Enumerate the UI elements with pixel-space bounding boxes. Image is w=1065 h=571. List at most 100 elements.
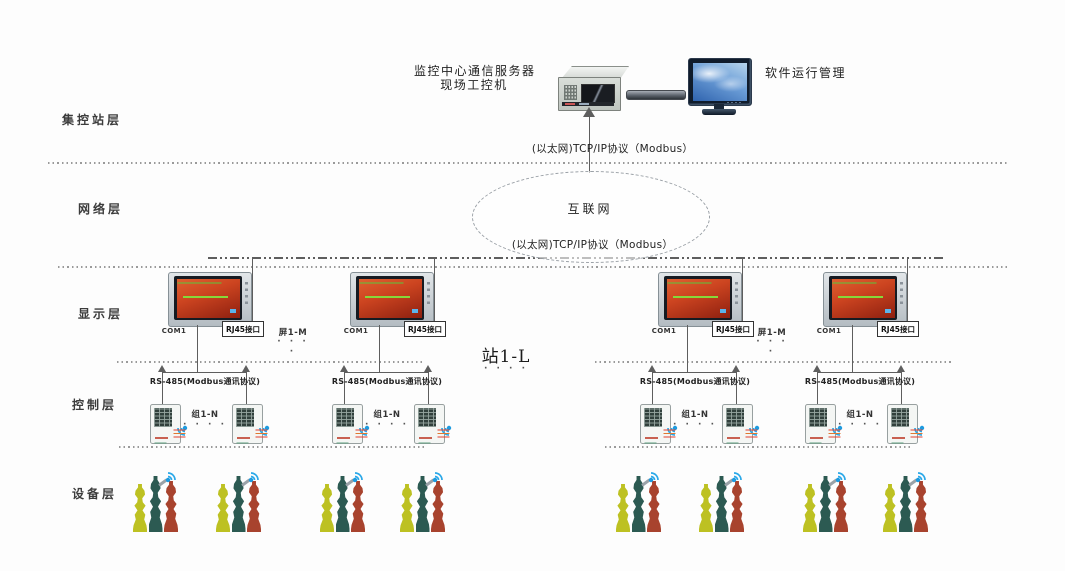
layer-label-station: 集控站层	[62, 113, 123, 127]
rj45-port-label: RJ45接口	[877, 321, 920, 337]
group-range-label: 组1-N	[681, 410, 709, 420]
device-yellow	[216, 484, 230, 532]
separator-network-display	[58, 266, 1010, 268]
internet-cloud	[472, 171, 710, 263]
device-red	[351, 481, 365, 532]
rs485-drop-line	[736, 372, 738, 404]
wifi-signal-icon	[177, 425, 188, 436]
com-port-label: COM1	[816, 327, 842, 335]
rs485-drop-line	[246, 372, 248, 404]
wifi-signal-icon	[749, 425, 760, 436]
wifi-signal-icon	[441, 425, 452, 436]
screen-range-dots: · · · ·	[277, 337, 309, 357]
device-yellow	[616, 484, 630, 532]
group-range-label: 组1-N	[373, 410, 401, 420]
device-teal	[898, 476, 913, 532]
group-range-dots: · · · ·	[672, 420, 718, 430]
station-range-dots: · · · ·	[483, 364, 529, 374]
controller-unit-icon	[805, 404, 843, 444]
rs485-protocol-label: RS-485(Modbus通讯协议)	[331, 377, 443, 386]
wifi-signal-icon	[352, 472, 363, 483]
field-device-cluster	[133, 472, 179, 532]
controller-unit-icon	[414, 404, 452, 444]
panel-controller-group-4: COM1 RJ45接口 RS-485(Modbus通讯协议) 组1-N · · …	[800, 272, 930, 447]
panel-controller-group-1: COM1 RJ45接口 RS-485(Modbus通讯协议) 组1-N · · …	[145, 272, 275, 447]
rs485-drop-line	[428, 372, 430, 404]
screen-range-label: 屏1-M	[278, 328, 308, 338]
device-red	[431, 481, 445, 532]
group-range-dots: · · · ·	[364, 420, 410, 430]
field-device-cluster	[699, 472, 745, 532]
field-device-cluster	[883, 472, 929, 532]
bus-drop-line	[434, 259, 436, 322]
com-cable-line	[852, 325, 854, 372]
wifi-signal-icon	[731, 472, 742, 483]
com-port-label: COM1	[161, 327, 187, 335]
layer-label-network: 网络层	[78, 202, 124, 216]
device-yellow	[320, 484, 334, 532]
device-yellow	[803, 484, 817, 532]
arrow-up-icon	[340, 365, 348, 372]
com-port-label: COM1	[651, 327, 677, 335]
device-teal	[148, 476, 163, 532]
server-caption-line2: 现场工控机	[440, 78, 508, 92]
com-cable-line	[687, 325, 689, 372]
wifi-signal-icon	[259, 425, 270, 436]
separator-display-control-left	[117, 361, 424, 363]
separator-control-device-left	[119, 446, 425, 448]
rs485-junction-line	[344, 372, 429, 374]
device-yellow	[699, 484, 713, 532]
field-device-cluster	[616, 472, 662, 532]
device-red	[247, 481, 261, 532]
controller-unit-icon	[232, 404, 270, 444]
ethernet-label-top: (以太网)TCP/IP协议（Modbus）	[531, 143, 694, 155]
device-teal	[231, 476, 246, 532]
cloud-label: 互联网	[567, 202, 613, 216]
arrow-up-icon	[242, 365, 250, 372]
layer-label-display: 显示层	[78, 307, 124, 321]
bus-drop-line	[252, 259, 254, 322]
wifi-signal-icon	[667, 425, 678, 436]
bus-drop-line	[742, 259, 744, 322]
field-device-cluster	[400, 472, 446, 532]
field-device-cluster	[216, 472, 262, 532]
rs485-junction-line	[652, 372, 737, 374]
wifi-signal-icon	[835, 472, 846, 483]
hmi-touch-panel-icon	[823, 272, 907, 327]
arrow-up-icon	[813, 365, 821, 372]
device-yellow	[883, 484, 897, 532]
controller-unit-icon	[332, 404, 370, 444]
device-teal	[818, 476, 833, 532]
rj45-port-label: RJ45接口	[712, 321, 755, 337]
arrow-up-icon	[583, 107, 595, 117]
group-range-label: 组1-N	[846, 410, 874, 420]
arrow-up-icon	[732, 365, 740, 372]
rs485-drop-line	[901, 372, 903, 404]
screen-range-dots: · · · ·	[756, 337, 788, 357]
device-red	[164, 481, 178, 532]
device-yellow	[133, 484, 147, 532]
screen-range-label: 屏1-M	[757, 328, 787, 338]
device-teal	[335, 476, 350, 532]
rs485-drop-line	[162, 372, 164, 404]
group-range-label: 组1-N	[191, 410, 219, 420]
server-uplink-line	[589, 117, 591, 173]
rs485-drop-line	[652, 372, 654, 404]
arrow-up-icon	[897, 365, 905, 372]
device-teal	[415, 476, 430, 532]
device-red	[730, 481, 744, 532]
rs485-protocol-label: RS-485(Modbus通讯协议)	[804, 377, 916, 386]
controller-unit-icon	[150, 404, 188, 444]
controller-unit-icon	[640, 404, 678, 444]
monitor-caption: 软件运行管理	[765, 66, 847, 80]
com-cable-line	[379, 325, 381, 372]
wifi-signal-icon	[915, 472, 926, 483]
hmi-touch-panel-icon	[168, 272, 252, 327]
rs485-junction-line	[162, 372, 247, 374]
field-device-cluster	[320, 472, 366, 532]
device-teal	[714, 476, 729, 532]
field-device-cluster	[803, 472, 849, 532]
device-red	[834, 481, 848, 532]
wifi-signal-icon	[914, 425, 925, 436]
bus-drop-line	[907, 259, 909, 322]
